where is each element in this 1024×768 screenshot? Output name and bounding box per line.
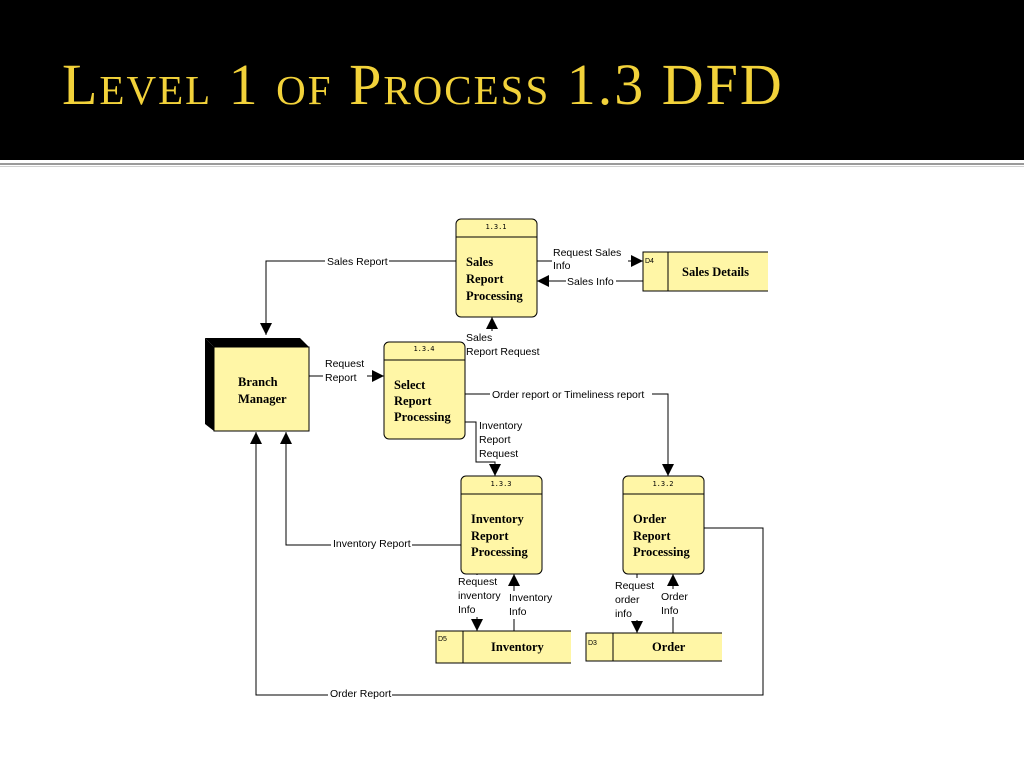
process-label-line3: Processing xyxy=(471,545,528,559)
process-label-line3: Processing xyxy=(633,545,690,559)
label-sales-report-request-1: Sales xyxy=(466,332,492,344)
entity-label-line1: Branch xyxy=(238,375,278,389)
process-label-line1: Inventory xyxy=(471,512,525,526)
label-request-inventory-info-1: Request xyxy=(458,576,497,588)
label-inventory-report: Inventory Report xyxy=(333,538,411,550)
label-request-order-info-2: order xyxy=(615,594,640,606)
label-sales-report: Sales Report xyxy=(327,256,388,268)
process-1-3-3: 1.3.3 Inventory Report Processing xyxy=(460,475,543,575)
process-id: 1.3.4 xyxy=(413,345,434,353)
label-request-report-2: Report xyxy=(325,372,357,384)
slide-title: Level 1 of Process 1.3 DFD xyxy=(62,52,784,117)
datastore-name: Sales Details xyxy=(682,265,749,279)
process-label-line2: Report xyxy=(633,529,671,543)
entity-label-line2: Manager xyxy=(238,392,287,406)
label-inventory-report-request-1: Inventory xyxy=(479,420,523,432)
process-label-line2: Report xyxy=(394,394,432,408)
process-id: 1.3.1 xyxy=(485,223,506,231)
process-1-3-4: 1.3.4 Select Report Processing xyxy=(383,341,466,440)
flow-sales-report xyxy=(260,260,456,335)
process-label-line3: Processing xyxy=(394,410,451,424)
datastore-id: D3 xyxy=(588,640,597,647)
label-order-info-1: Order xyxy=(661,591,688,603)
flow-inventory-report xyxy=(280,432,461,546)
label-request-order-info-3: info xyxy=(615,608,632,620)
label-sales-info: Sales Info xyxy=(567,276,614,288)
process-id: 1.3.3 xyxy=(490,480,511,488)
flow-order-report xyxy=(250,432,764,696)
process-1-3-2: 1.3.2 Order Report Processing xyxy=(622,475,705,575)
datastore-id: D4 xyxy=(645,258,654,265)
flow-labels: Sales Report Request Sales Info Sales In… xyxy=(323,246,691,700)
label-request-sales-info-1: Request Sales xyxy=(553,247,621,259)
label-request-order-info-1: Request xyxy=(615,580,654,592)
label-inventory-info-1: Inventory xyxy=(509,592,553,604)
label-order-report: Order Report xyxy=(330,688,391,700)
flow-inventory-report-request xyxy=(465,421,501,476)
process-label-line1: Sales xyxy=(466,255,493,269)
process-label-line2: Report xyxy=(471,529,509,543)
label-request-sales-info-2: Info xyxy=(553,260,571,272)
datastore-d3: D3 Order xyxy=(585,632,722,662)
label-sales-report-request-2: Report Request xyxy=(466,346,540,358)
datastore-id: D5 xyxy=(438,636,447,643)
label-request-inventory-info-2: inventory xyxy=(458,590,501,602)
process-label-line1: Select xyxy=(394,378,426,392)
title-divider xyxy=(0,163,1024,165)
label-inventory-info-2: Info xyxy=(509,606,527,618)
process-id: 1.3.2 xyxy=(652,480,673,488)
process-label-line2: Report xyxy=(466,272,504,286)
label-request-inventory-info-3: Info xyxy=(458,604,476,616)
entity-branch-manager: Branch Manager xyxy=(205,338,310,432)
label-inventory-report-request-3: Request xyxy=(479,448,518,460)
process-label-line1: Order xyxy=(633,512,667,526)
title-bar: Level 1 of Process 1.3 DFD xyxy=(0,0,1024,160)
datastore-d5: D5 Inventory xyxy=(435,630,571,664)
datastore-name: Order xyxy=(652,640,686,654)
label-order-timeliness-report: Order report or Timeliness report xyxy=(492,389,644,401)
process-1-3-1: 1.3.1 Sales Report Processing xyxy=(455,218,538,318)
datastore-d4: D4 Sales Details xyxy=(642,251,768,292)
label-request-report-1: Request xyxy=(325,358,364,370)
label-inventory-report-request-2: Report xyxy=(479,434,511,446)
datastore-name: Inventory xyxy=(491,640,545,654)
label-order-info-2: Info xyxy=(661,605,679,617)
process-label-line3: Processing xyxy=(466,289,523,303)
title-divider-light xyxy=(0,166,1024,167)
